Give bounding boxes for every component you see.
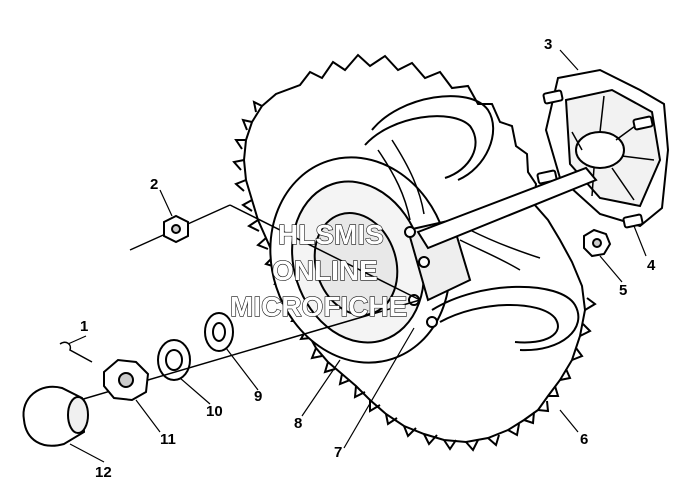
- watermark-line-3: MICROFICHE: [230, 291, 407, 322]
- callout-3: 3: [544, 36, 552, 53]
- nut-part-2: [129, 204, 421, 301]
- leader-lines: [67, 49, 647, 463]
- callout-2: 2: [150, 176, 158, 193]
- hub-drum: [536, 68, 670, 229]
- watermark-line-2: ONLINE: [272, 255, 378, 286]
- callout-9: 9: [254, 388, 262, 405]
- washer-part-10: [157, 339, 191, 381]
- callout-7: 7: [334, 444, 342, 461]
- callout-1: 1: [80, 318, 88, 335]
- callout-12: 12: [95, 464, 112, 481]
- callout-11: 11: [160, 431, 176, 448]
- cotter-pin-part-1: [59, 341, 93, 363]
- axle-shaft: [416, 166, 598, 250]
- nut-part-5: [583, 228, 612, 258]
- callout-labels: 1 2 3 4 5 6 7 8 9 10 11 12: [80, 36, 656, 481]
- callout-10: 10: [206, 403, 223, 420]
- callout-6: 6: [580, 431, 588, 448]
- callout-4: 4: [647, 257, 656, 274]
- callout-8: 8: [294, 415, 302, 432]
- watermark-line-1: HLSMIS: [278, 219, 384, 250]
- dust-cap-part-12: [22, 385, 89, 447]
- washer-part-9: [204, 312, 234, 352]
- castle-nut-part-11: [103, 358, 150, 402]
- wheel-rim: [269, 95, 580, 364]
- watermark: HLSMIS ONLINE MICROFICHE: [229, 218, 408, 322]
- callout-5: 5: [619, 282, 627, 299]
